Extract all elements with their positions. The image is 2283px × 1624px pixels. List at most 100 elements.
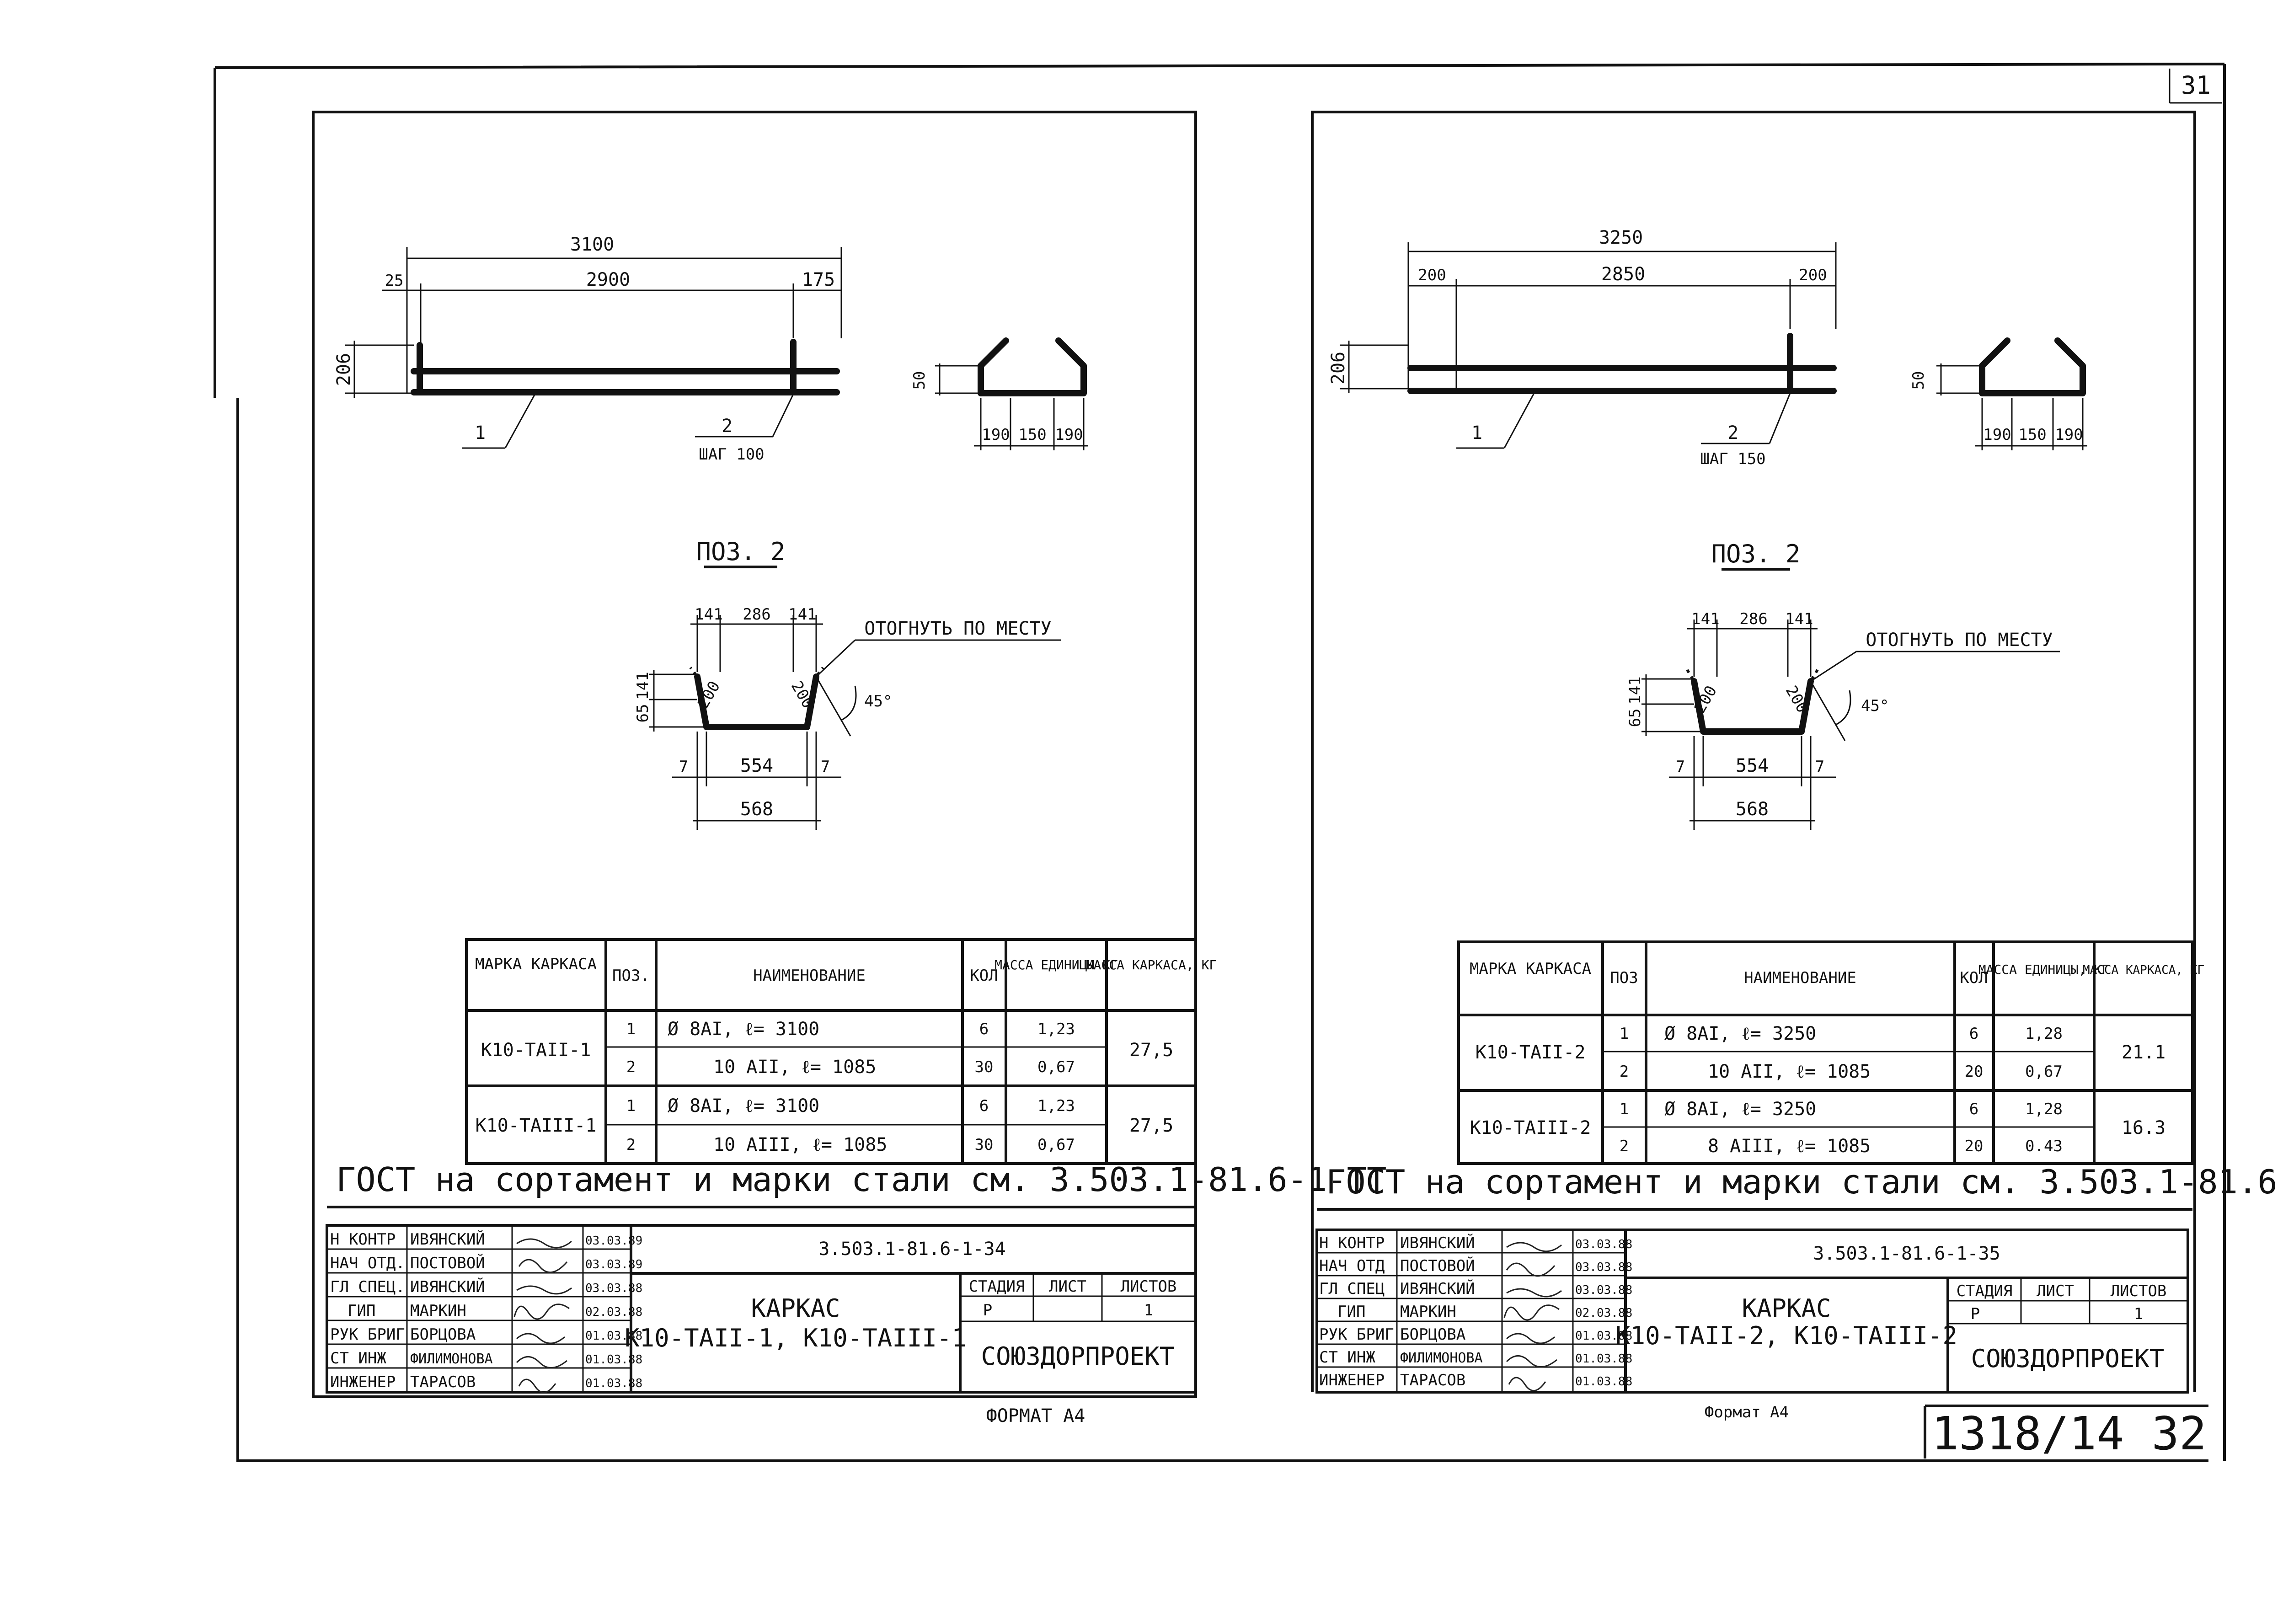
dim-mid: 2850: [1601, 264, 1645, 285]
stamp-role: РУК БРИГ: [330, 1325, 405, 1344]
left-cage-elevation: 3100 25 2900 175 206 1 2 ШАГ 100: [333, 234, 842, 464]
dim-total: 3100: [570, 234, 614, 255]
detail-top-a: 141: [695, 605, 722, 624]
stamp-name: ИВЯНСКИЙ: [1400, 1234, 1475, 1252]
stamp-date: 01.03.88: [1575, 1375, 1632, 1389]
stamp-sheets: 1: [1144, 1301, 1153, 1320]
left-sheet-frame: [312, 111, 1197, 1398]
section-a: 190: [982, 426, 1010, 444]
stamp-row: ГИП МАРКИН 02.03.88: [327, 1302, 642, 1321]
detail-bot-mid: 554: [1736, 755, 1769, 776]
stamp-date: 03.03.88: [1575, 1283, 1632, 1297]
detail-title: ПОЗ. 2: [696, 537, 785, 566]
stamp-role: ГИП: [1337, 1303, 1365, 1321]
stamp-row: РУК БРИГ БОРЦОВА 01.03.88: [327, 1325, 642, 1345]
stamp-date: 02.03.88: [1575, 1306, 1632, 1320]
table-header-name: НАИМЕНОВАНИЕ: [753, 967, 866, 985]
table-cell-name: 8 AIII, ℓ= 1085: [1708, 1136, 1871, 1157]
left-sheet: 3100 25 2900 175 206 1 2 ШАГ 100: [312, 111, 1386, 1426]
stamp-org: СОЮЗДОРПРОЕКТ: [981, 1342, 1175, 1371]
stamp-date: 03.03.88: [585, 1282, 642, 1295]
stamp-date: 03.03.88: [1575, 1238, 1632, 1251]
sheet-number-bottom: 1318/14 32: [1931, 1407, 2207, 1460]
stamp-sheet-label: ЛИСТ: [1049, 1277, 1086, 1296]
table-cell-mass: 0,67: [1037, 1058, 1075, 1076]
stamp-sheet-label: ЛИСТ: [2037, 1282, 2074, 1300]
stamp-row: Н КОНТР ИВЯНСКИЙ 03.03.89: [327, 1230, 642, 1250]
stamp-row: НАЧ ОТД. ПОСТОВОЙ 03.03.89: [327, 1254, 642, 1274]
table-cell-mass: 0,67: [1037, 1136, 1075, 1154]
stamp-date: 03.03.89: [585, 1258, 642, 1271]
table-header-name: НАИМЕНОВАНИЕ: [1744, 969, 1856, 987]
table-cell-qty: 20: [1965, 1063, 1984, 1081]
stamp-row: Н КОНТР ИВЯНСКИЙ 03.03.88: [1317, 1234, 1632, 1254]
detail-angle: 45°: [1861, 697, 1889, 715]
dim-height: 206: [333, 353, 354, 386]
detail-angle: 45°: [864, 692, 892, 710]
stamp-stage: Р: [983, 1301, 992, 1320]
section-c: 190: [2055, 426, 2083, 444]
table-group-mark: К10-ТАII-2: [1476, 1042, 1586, 1063]
stamp-row: СТ ИНЖ ФИЛИМОНОВА 01.03.88: [327, 1349, 642, 1369]
table-cell-qty: 6: [1969, 1100, 1978, 1118]
format-label: Формат А4: [1705, 1403, 1789, 1421]
table-header-cage-mass: МАССА КАРКАСА, КГ: [1086, 957, 1217, 972]
stamp-role: Н КОНТР: [1319, 1234, 1385, 1252]
stamp-name: ИВЯНСКИЙ: [410, 1230, 485, 1249]
section-h: 50: [1909, 371, 1928, 390]
stamp-role: Н КОНТР: [330, 1230, 396, 1249]
stamp-date: 03.03.89: [585, 1234, 642, 1248]
dim-left-end: 25: [385, 272, 404, 290]
stamp-name: БОРЦОВА: [1400, 1325, 1465, 1344]
table-cell-pos: 2: [1620, 1137, 1629, 1155]
table-group-total: 27,5: [1129, 1115, 1173, 1136]
detail-top-c: 141: [1785, 610, 1813, 628]
detail-bot-l: 7: [679, 758, 688, 776]
format-label: ФОРМАТ А4: [986, 1405, 1085, 1426]
detail-side-b: 65: [1626, 709, 1644, 727]
stamp-stage-label: СТАДИЯ: [969, 1277, 1025, 1296]
stamp-name: ФИЛИМОНОВА: [1400, 1350, 1483, 1366]
table-cell-pos: 2: [1620, 1063, 1629, 1081]
stamp-name: ПОСТОВОЙ: [1400, 1256, 1475, 1275]
detail-top-c: 141: [788, 605, 816, 624]
stamp-title-2: К10-ТАII-2, К10-ТАIII-2: [1615, 1321, 1957, 1350]
stamp-row: СТ ИНЖ ФИЛИМОНОВА 01.03.88: [1317, 1348, 1632, 1368]
detail-top-b: 286: [1739, 610, 1767, 628]
stamp-role: НАЧ ОТД.: [330, 1254, 405, 1272]
stamp-sheets-label: ЛИСТОВ: [2111, 1282, 2167, 1300]
stamp-title-2: К10-ТАII-1, К10-ТАIII-1: [625, 1324, 967, 1352]
table-cell-name: 10 AIII, ℓ= 1085: [713, 1134, 887, 1155]
detail-total: 568: [740, 799, 773, 820]
stamp-role: НАЧ ОТД: [1319, 1257, 1385, 1275]
stamp-name: МАРКИН: [410, 1302, 466, 1320]
left-detail-poz2: ПОЗ. 2 141 286 141 200 200 141 65 ОТОГНУ…: [634, 537, 1061, 830]
stamp-code: 3.503.1-81.6-1-35: [1813, 1243, 2000, 1264]
table-cell-mass: 0,67: [2025, 1063, 2063, 1081]
leader-pos2: 2: [722, 416, 732, 437]
table-cell-qty: 30: [975, 1136, 994, 1154]
stamp-row: НАЧ ОТД ПОСТОВОЙ 03.03.88: [1317, 1256, 1632, 1277]
table-cell-pos: 2: [626, 1058, 636, 1076]
table-cell-pos: 2: [626, 1136, 636, 1154]
stamp-org: СОЮЗДОРПРОЕКТ: [1971, 1344, 2165, 1373]
stamp-name: БОРЦОВА: [410, 1325, 476, 1344]
stamp-row: ГИП МАРКИН 02.03.88: [1317, 1303, 1632, 1322]
stamp-row: ИНЖЕНЕР ТАРАСОВ 01.03.88: [1319, 1371, 1632, 1392]
table-group-total: 16.3: [2122, 1117, 2165, 1138]
stamp-role: ГЛ СПЕЦ: [1319, 1280, 1385, 1298]
table-group-mark: К10-ТАII-1: [481, 1040, 591, 1061]
dim-mid: 2900: [586, 269, 630, 290]
stamp-date: 03.03.88: [1575, 1261, 1632, 1274]
detail-title: ПОЗ. 2: [1711, 540, 1800, 568]
table-cell-qty: 6: [979, 1097, 989, 1115]
stamp-sheets: 1: [2134, 1305, 2143, 1323]
stamp-role: ГЛ СПЕЦ.: [330, 1278, 405, 1296]
right-sheet: 3250 200 2850 200 206 1 2 ШАГ 150: [1311, 111, 2283, 1421]
leader-step: ШАГ 100: [699, 445, 764, 464]
table-cell-mass: 1,28: [2025, 1025, 2063, 1043]
leader-pos2: 2: [1727, 422, 1738, 443]
table-cell-pos: 1: [626, 1097, 636, 1115]
stamp-title-1: КАРКАС: [751, 1294, 840, 1323]
